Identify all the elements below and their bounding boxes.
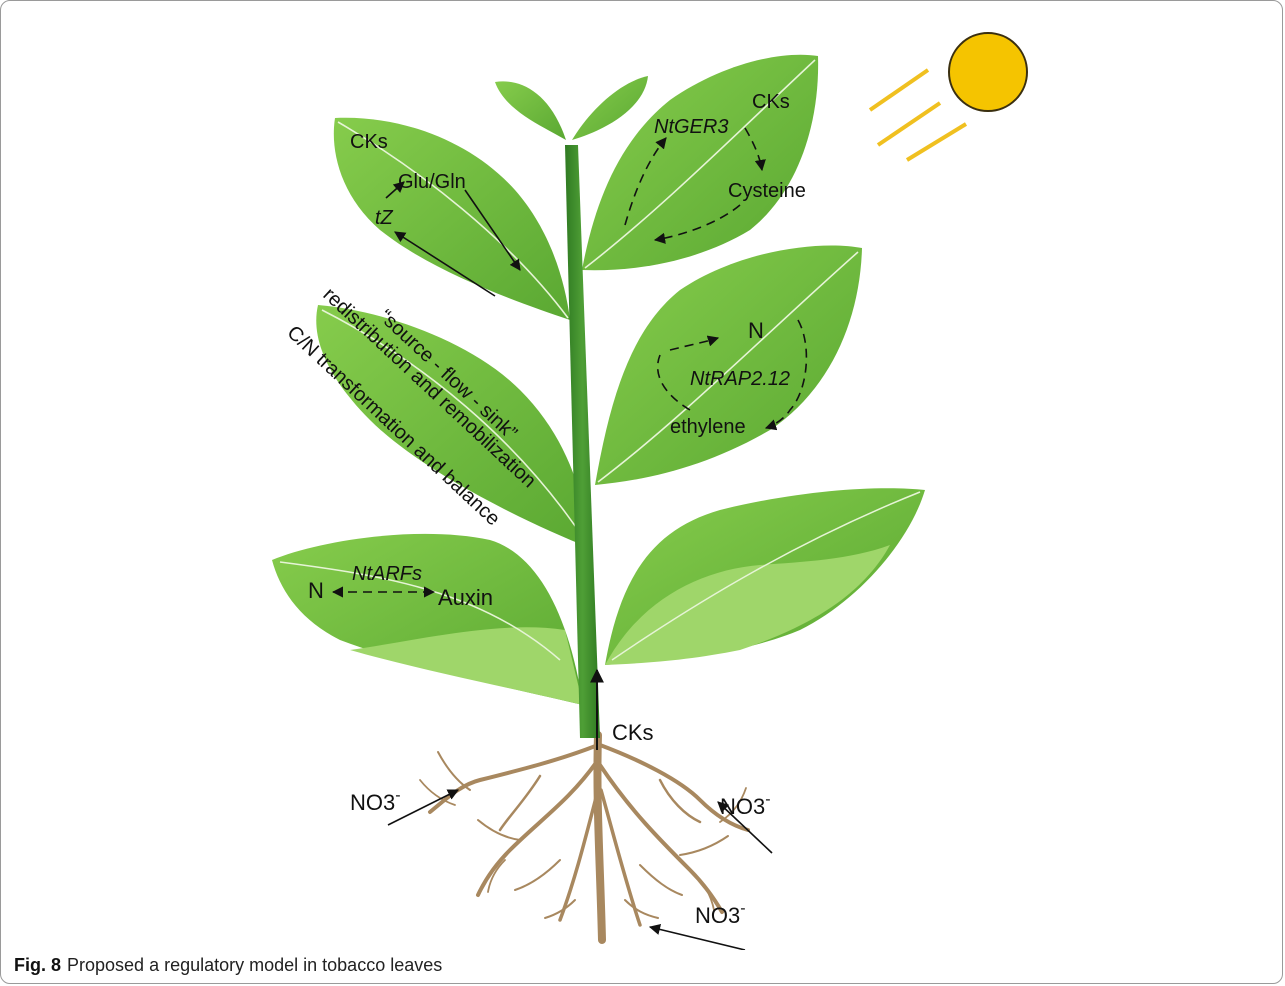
label-tz: tZ <box>375 207 394 229</box>
label-n-bottom-left: N <box>308 578 324 603</box>
label-ntrap212: NtRAP2.12 <box>690 368 790 390</box>
figure-caption: Fig. 8 Proposed a regulatory model in tob… <box>14 955 442 976</box>
label-glu-gln: Glu/Gln <box>398 171 466 193</box>
leaf-bottom-right <box>605 488 925 665</box>
leaf-middle-right <box>595 245 862 485</box>
label-no3-left: NO3- <box>350 787 401 815</box>
leaf-top-right <box>582 55 818 271</box>
label-cks-top-left: CKs <box>350 131 388 153</box>
label-cks-top-right: CKs <box>752 91 790 113</box>
label-ethylene: ethylene <box>670 416 746 438</box>
label-auxin: Auxin <box>438 585 493 610</box>
label-ntarfs: NtARFs <box>352 563 422 585</box>
leaf-bottom-left <box>272 534 583 705</box>
label-no3-right: NO3- <box>720 791 771 819</box>
label-n-mid-right: N <box>748 318 764 343</box>
plant-regulatory-diagram: CKs Glu/Gln tZ CKs NtGER3 Cysteine N NtR… <box>0 0 1285 950</box>
label-no3-bottom: NO3- <box>695 900 746 928</box>
label-cysteine: Cysteine <box>728 180 806 202</box>
sun-icon <box>870 33 1027 160</box>
label-cks-stem: CKs <box>612 720 654 745</box>
caption-text: Proposed a regulatory model in tobacco l… <box>67 955 442 975</box>
label-ntger3: NtGER3 <box>654 116 728 138</box>
figure-number: Fig. 8 <box>14 955 61 975</box>
leaf-middle-left <box>316 305 590 548</box>
leaf-bud <box>495 76 648 140</box>
